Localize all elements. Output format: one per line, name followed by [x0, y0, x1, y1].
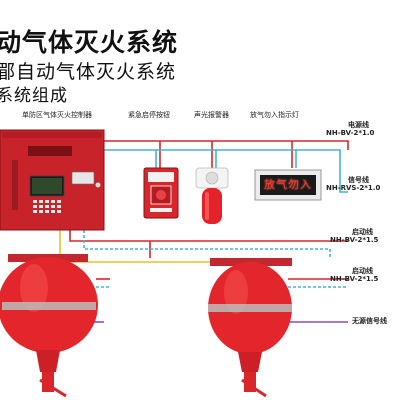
wire-name: 电源线 — [348, 121, 369, 129]
power-wire — [102, 140, 349, 168]
button-label: 紧急启停按钮 — [128, 111, 170, 119]
discharge-warning-indicator — [254, 169, 322, 201]
wire-label-signal: 信号线 NH-RVS-2*1.0 — [326, 176, 380, 192]
gas-extinguishing-controller — [0, 129, 105, 231]
wire-label-start-2: 启动线 NH-BV-2*1.5 — [330, 267, 378, 283]
start-wire-2 — [96, 278, 348, 288]
sound-light-alarm — [195, 167, 229, 224]
diagram-title-line-1: 动气体灭火系统 — [0, 28, 179, 57]
wire-name: 启动线 — [352, 267, 373, 275]
alarm-label: 声光报警器 — [194, 111, 229, 119]
start-wire-1 — [59, 230, 348, 263]
indicator-text: 放气勿入 — [264, 178, 312, 191]
wire-name: 启动线 — [352, 228, 373, 236]
wire-label-start-1: 启动线 NH-BV-2*1.5 — [330, 228, 378, 244]
indicator-label: 放气勿入指示灯 — [250, 111, 299, 119]
controller-label: 单防区气体灭火控制器 — [22, 111, 92, 119]
signal-wire — [102, 149, 348, 193]
wire-spec: NH-BV-2*1.5 — [330, 236, 379, 245]
wire-label-passive-signal: 无源信号线 — [330, 317, 387, 325]
wire-spec: NH-BV-2*1.5 — [330, 275, 379, 284]
diagram-title-line-2: 郿自动气体灭火系统 — [0, 61, 177, 83]
diagram-title-line-3: 系统组成 — [0, 86, 68, 106]
wire-name: 无源信号线 — [352, 317, 387, 325]
emergency-start-stop-button — [143, 167, 179, 219]
wire-label-power: 电源线 NH-BV-2*1.0 — [326, 121, 374, 137]
wire-spec: NH-RVS-2*1.0 — [326, 184, 381, 193]
wire-name: 信号线 — [348, 176, 369, 184]
wire-spec: NH-BV-2*1.0 — [326, 129, 375, 138]
left-extinguisher-cylinder — [0, 254, 98, 398]
right-extinguisher-cylinder — [208, 258, 292, 398]
